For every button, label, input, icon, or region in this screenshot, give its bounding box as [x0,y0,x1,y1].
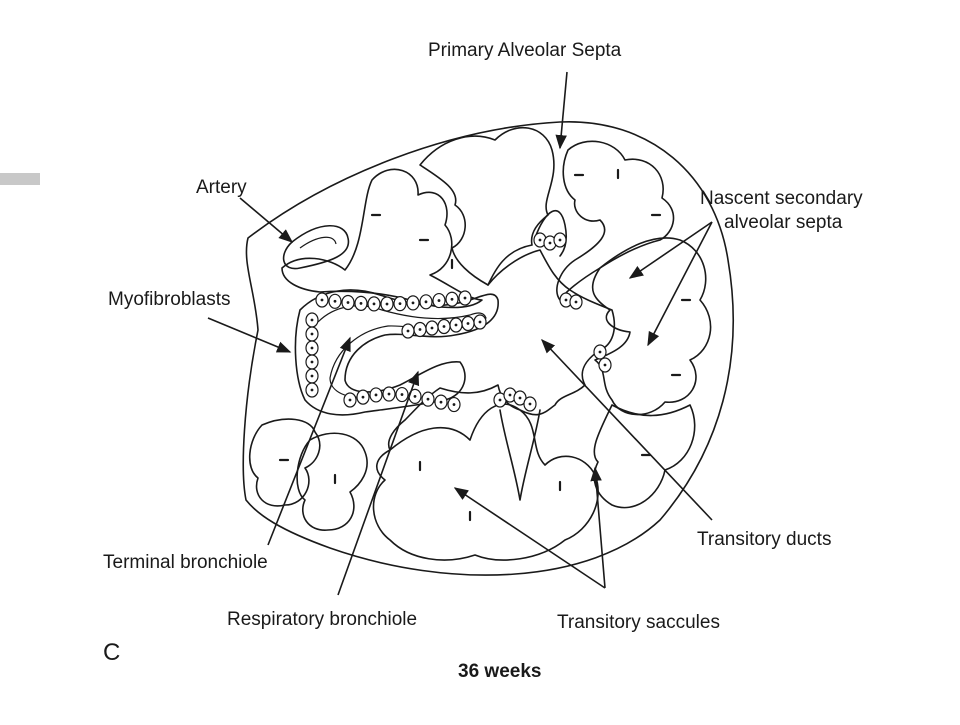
lobule-upper-right [556,140,675,301]
cell-nucleus [466,322,470,325]
label-terminal-bronchiole: Terminal bronchiole [103,552,268,573]
cell-nucleus [320,298,324,302]
cell-nucleus [424,300,428,304]
cell-nucleus [478,320,482,324]
label-alveolar-septa: alveolar septa [724,212,843,233]
cell-nucleus [463,296,467,300]
lung-outer-boundary [242,121,734,576]
cell-nucleus [558,238,562,242]
cell-nucleus [548,241,552,245]
artery-inner-wall [299,236,337,249]
cell-nucleus [454,323,458,327]
lobule-lower-right [593,404,696,509]
lobule-lower-center [372,403,599,561]
arrow-transitory-saccules-b [590,466,606,589]
cell-nucleus [450,297,454,301]
cell-nucleus [361,395,365,399]
cell-nucleus [437,299,441,302]
saccule-lumen-lower [499,409,541,501]
cell-nucleus [310,374,314,378]
cell-nucleus [333,299,337,303]
cell-nucleus [411,301,415,305]
cell-nucleus [310,388,314,392]
cell-nucleus [310,360,314,364]
arrow-transitory-ducts [541,338,713,521]
cell-nucleus [528,402,532,406]
cell-nucleus [603,363,607,367]
label-transitory-ducts: Transitory ducts [697,529,831,550]
cell-nucleus [398,302,402,306]
cell-nucleus [385,302,389,306]
cell-nucleus [538,238,542,242]
figure-caption: 36 weeks [458,661,541,682]
arrow-transitory-saccules-a [453,487,606,589]
arrow-nascent-a [628,221,713,279]
panel-letter: C [103,639,120,666]
saccule-lumen-upper [534,210,567,257]
septa-ticks [278,168,692,522]
cell-nucleus [418,328,422,331]
cell-nucleus [310,318,314,322]
cell-nucleus [348,398,352,402]
cell-nucleus [310,332,314,336]
lobule-upper-center [419,126,555,286]
cell-nucleus [498,398,502,402]
label-myofibroblasts: Myofibroblasts [108,289,231,310]
arrow-terminal-bronchiole [267,336,351,546]
arrow-primary-septa [555,71,568,150]
cell-nucleus [374,393,378,397]
cell-nucleus [372,302,376,306]
cell-nucleus [442,325,446,328]
cell-nucleus [359,301,363,305]
cell-nucleus [430,326,434,330]
artery-vessel [282,225,350,270]
label-nascent-secondary: Nascent secondary [700,188,863,209]
arrow-artery [239,197,294,243]
cell-nucleus [426,397,430,401]
cell-nucleus [346,301,350,304]
label-respiratory-bronchiole: Respiratory bronchiole [227,609,417,630]
label-primary-alveolar-septa: Primary Alveolar Septa [428,40,622,61]
cell-nucleus [598,350,602,354]
cell-nucleus [413,395,417,398]
cell-nucleus [518,396,522,400]
side-bar-mark [0,173,40,185]
lobule-lower-left-a [248,418,321,507]
cell-nucleus [439,400,443,404]
cell-nucleus [508,393,512,397]
cell-nucleus [452,403,456,406]
epithelial-cells [305,232,612,413]
label-artery: Artery [196,177,247,198]
cell-nucleus [387,392,391,396]
cell-nucleus [400,393,404,396]
arrow-respiratory-bronchiole [337,370,420,596]
cell-nucleus [564,298,568,302]
cell-nucleus [574,300,578,304]
lobule-middle-right [591,237,712,416]
label-transitory-saccules: Transitory saccules [557,612,720,633]
cell-nucleus [406,329,410,333]
lobule-lower-left-b [296,432,368,531]
arrow-myofibroblasts [207,317,292,353]
transitory-duct-tree [387,249,616,451]
arrow-nascent-b [647,221,713,347]
cell-nucleus [310,346,314,350]
